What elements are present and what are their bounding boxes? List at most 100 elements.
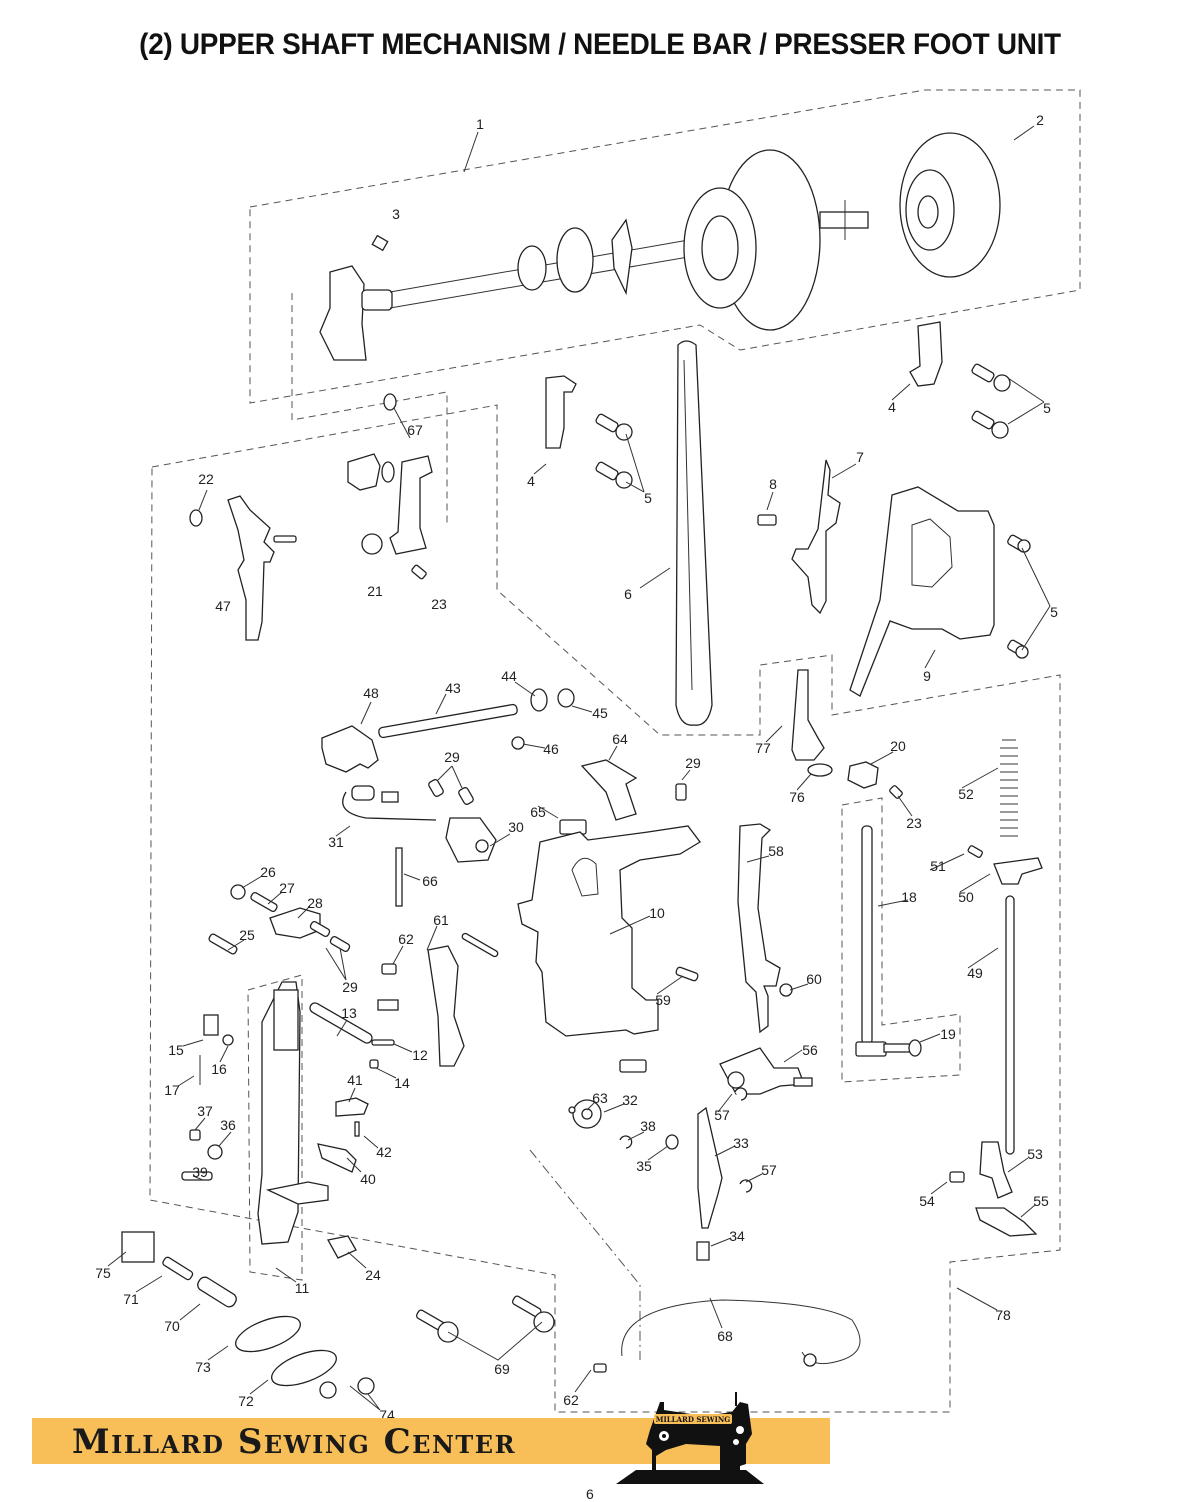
callout-part-5: 5 bbox=[644, 490, 652, 506]
sewing-machine-logo-icon: MILLARD SEWING bbox=[616, 1392, 764, 1484]
callout-part-58: 58 bbox=[768, 843, 784, 859]
callout-part-5: 5 bbox=[1043, 400, 1051, 416]
callout-part-33: 33 bbox=[733, 1135, 749, 1151]
callout-part-34: 34 bbox=[729, 1228, 745, 1244]
logo-text: MILLARD SEWING bbox=[656, 1415, 731, 1424]
callout-part-8: 8 bbox=[769, 476, 777, 492]
plates-right bbox=[757, 459, 1031, 697]
callout-part-29: 29 bbox=[342, 979, 358, 995]
callout-part-10: 10 bbox=[649, 905, 665, 921]
cable-outline bbox=[529, 1149, 641, 1360]
leader-lines bbox=[107, 125, 1051, 1411]
group-outlines bbox=[149, 89, 1081, 1413]
callout-part-42: 42 bbox=[376, 1144, 392, 1160]
callout-part-77: 77 bbox=[755, 740, 771, 756]
needle-bar-assembly-outline bbox=[247, 974, 303, 1281]
callout-part-70: 70 bbox=[164, 1318, 180, 1334]
callout-part-26: 26 bbox=[260, 864, 276, 880]
callout-part-18: 18 bbox=[901, 889, 917, 905]
callout-part-69: 69 bbox=[494, 1361, 510, 1377]
callout-part-72: 72 bbox=[238, 1393, 254, 1409]
callout-part-35: 35 bbox=[636, 1158, 652, 1174]
callout-part-16: 16 bbox=[211, 1061, 227, 1077]
callout-part-45: 45 bbox=[592, 705, 608, 721]
callout-part-38: 38 bbox=[640, 1118, 656, 1134]
callout-part-19: 19 bbox=[940, 1026, 956, 1042]
callout-part-56: 56 bbox=[802, 1042, 818, 1058]
callout-part-23: 23 bbox=[906, 815, 922, 831]
callout-part-28: 28 bbox=[307, 895, 323, 911]
callout-part-67: 67 bbox=[407, 422, 423, 438]
callout-part-1: 1 bbox=[476, 116, 484, 132]
callout-part-4: 4 bbox=[888, 399, 896, 415]
callout-part-30: 30 bbox=[508, 819, 524, 835]
callout-part-40: 40 bbox=[360, 1171, 376, 1187]
callout-part-47: 47 bbox=[215, 598, 231, 614]
callout-part-73: 73 bbox=[195, 1359, 211, 1375]
callout-part-36: 36 bbox=[220, 1117, 236, 1133]
callout-part-23: 23 bbox=[431, 596, 447, 612]
callout-part-25: 25 bbox=[239, 927, 255, 943]
timing-belt bbox=[675, 340, 713, 726]
upper-shaft bbox=[319, 132, 1001, 361]
callout-part-21: 21 bbox=[367, 583, 383, 599]
callout-part-27: 27 bbox=[279, 880, 295, 896]
callout-part-7: 7 bbox=[856, 449, 864, 465]
callout-part-52: 52 bbox=[958, 786, 974, 802]
callout-part-12: 12 bbox=[412, 1047, 428, 1063]
callout-part-29: 29 bbox=[685, 755, 701, 771]
presser-bar-parts bbox=[855, 739, 1043, 1237]
callout-part-41: 41 bbox=[347, 1072, 363, 1088]
callout-part-50: 50 bbox=[958, 889, 974, 905]
callout-part-76: 76 bbox=[789, 789, 805, 805]
callout-part-2: 2 bbox=[1036, 112, 1044, 128]
page-title: (2) UPPER SHAFT MECHANISM / NEEDLE BAR /… bbox=[139, 28, 1061, 61]
callout-part-60: 60 bbox=[806, 971, 822, 987]
callout-part-59: 59 bbox=[655, 992, 671, 1008]
callout-part-4: 4 bbox=[527, 473, 535, 489]
right-levers bbox=[568, 669, 903, 1261]
callout-part-9: 9 bbox=[923, 668, 931, 684]
callout-part-49: 49 bbox=[967, 965, 983, 981]
callout-part-31: 31 bbox=[328, 834, 344, 850]
callout-part-11: 11 bbox=[294, 1280, 310, 1296]
callout-part-14: 14 bbox=[394, 1075, 410, 1091]
callout-part-39: 39 bbox=[192, 1164, 208, 1180]
crank-parts bbox=[189, 393, 433, 641]
callout-part-3: 3 bbox=[392, 206, 400, 222]
callout-part-37: 37 bbox=[197, 1103, 213, 1119]
callout-part-65: 65 bbox=[530, 804, 546, 820]
callout-part-22: 22 bbox=[198, 471, 214, 487]
callout-part-5: 5 bbox=[1050, 604, 1058, 620]
callout-part-13: 13 bbox=[341, 1005, 357, 1021]
callout-part-62: 62 bbox=[563, 1392, 579, 1408]
callout-part-46: 46 bbox=[543, 741, 559, 757]
callout-part-63: 63 bbox=[592, 1090, 608, 1106]
callout-part-24: 24 bbox=[365, 1267, 381, 1283]
presser-bar-outline bbox=[841, 797, 961, 1083]
callout-part-48: 48 bbox=[363, 685, 379, 701]
page-number: 6 bbox=[586, 1486, 594, 1502]
callout-part-75: 75 bbox=[95, 1265, 111, 1281]
crank-assembly-outline bbox=[291, 293, 448, 525]
callout-part-71: 71 bbox=[123, 1291, 139, 1307]
callout-part-6: 6 bbox=[624, 586, 632, 602]
callout-part-29: 29 bbox=[444, 749, 460, 765]
frame bbox=[517, 825, 701, 1073]
middle-parts bbox=[321, 688, 687, 907]
callout-part-53: 53 bbox=[1027, 1146, 1043, 1162]
callout-part-43: 43 bbox=[445, 680, 461, 696]
callout-part-51: 51 bbox=[930, 858, 946, 874]
needle-bar-parts bbox=[181, 884, 499, 1259]
callout-part-55: 55 bbox=[1033, 1193, 1049, 1209]
callout-part-64: 64 bbox=[612, 731, 628, 747]
callout-part-57: 57 bbox=[714, 1107, 730, 1123]
callout-part-68: 68 bbox=[717, 1328, 733, 1344]
bottom-parts bbox=[121, 1231, 861, 1399]
callout-part-66: 66 bbox=[422, 873, 438, 889]
callout-part-20: 20 bbox=[890, 738, 906, 754]
callout-part-57: 57 bbox=[761, 1162, 777, 1178]
callout-part-15: 15 bbox=[168, 1042, 184, 1058]
callout-part-54: 54 bbox=[919, 1193, 935, 1209]
brand-name: Millard Sewing Center bbox=[72, 1422, 517, 1462]
